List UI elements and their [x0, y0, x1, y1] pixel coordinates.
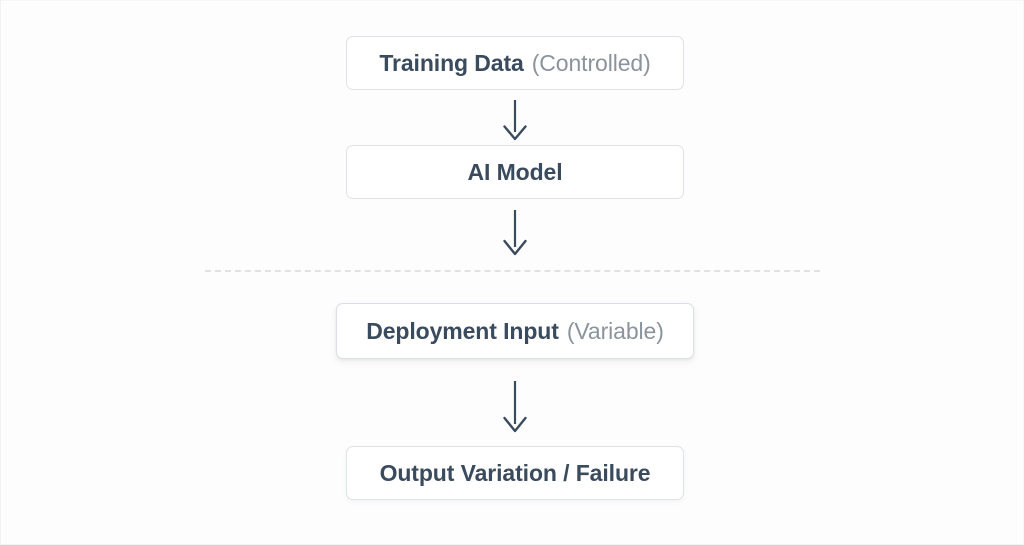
node-deployment-input-qualifier: (Variable): [566, 317, 664, 344]
node-deployment-input: Deployment Input (Variable): [336, 303, 694, 359]
node-output-variation: Output Variation / Failure: [346, 446, 684, 500]
node-deployment-input-label: Deployment Input: [366, 317, 559, 344]
arrow-training-to-model-icon: [496, 99, 534, 141]
node-ai-model: AI Model: [346, 145, 684, 199]
node-training-data-qualifier: (Controlled): [531, 49, 651, 76]
phase-divider: [205, 270, 820, 272]
node-output-variation-label: Output Variation / Failure: [379, 459, 651, 486]
node-ai-model-label: AI Model: [467, 158, 563, 185]
node-training-data-label: Training Data: [379, 49, 524, 76]
arrow-model-to-deployment-icon: [496, 209, 534, 257]
arrow-deployment-to-output-icon: [496, 380, 534, 434]
node-training-data: Training Data (Controlled): [346, 36, 684, 90]
